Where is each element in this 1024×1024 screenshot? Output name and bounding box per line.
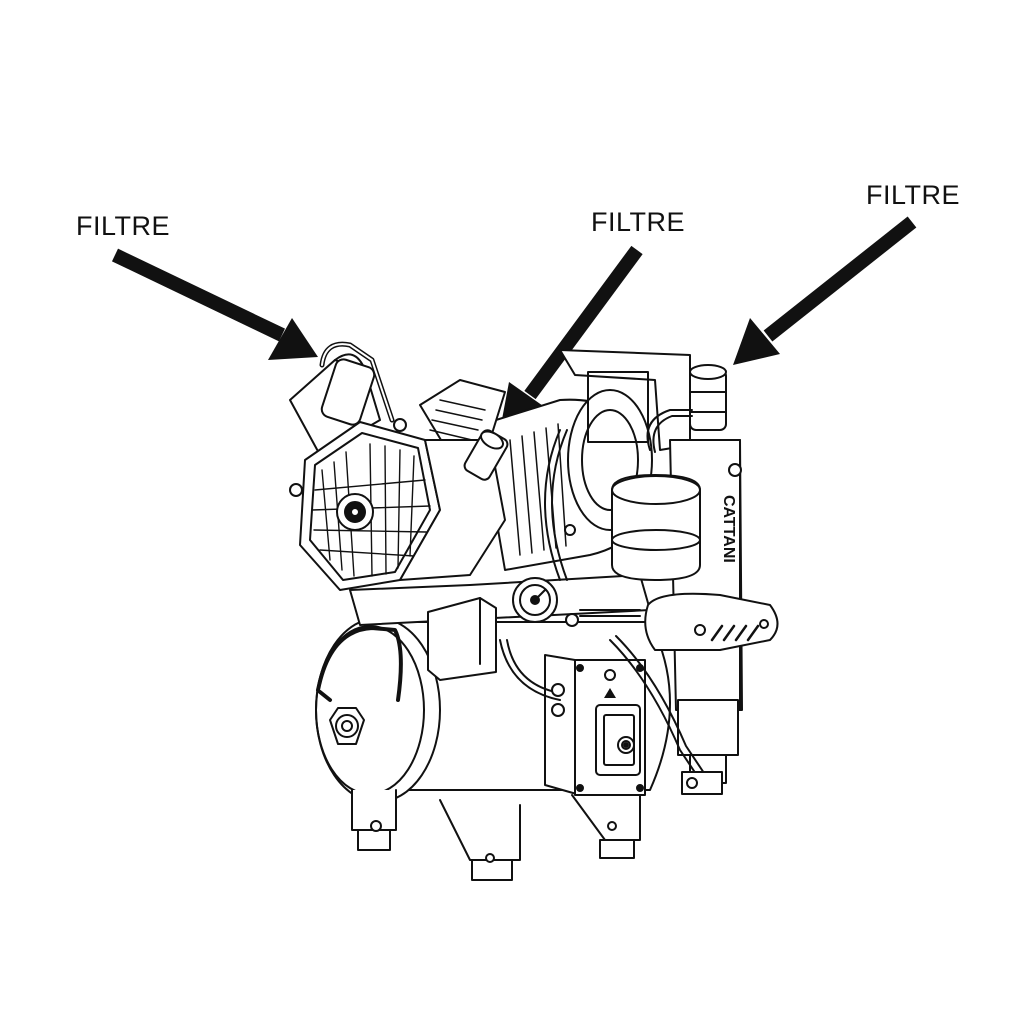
pressure-switch bbox=[427, 597, 497, 681]
control-box bbox=[544, 654, 646, 796]
expansion-vessel bbox=[611, 474, 701, 581]
connection-hoses bbox=[499, 409, 707, 781]
rear-frame bbox=[559, 349, 691, 451]
callout-arrow-right bbox=[733, 216, 917, 365]
drain-plug bbox=[329, 707, 365, 745]
mounting-plate bbox=[349, 574, 651, 626]
tank-feet bbox=[351, 789, 641, 881]
brand-logo-text: CATTANI bbox=[720, 495, 737, 563]
callout-label-right: FILTRE bbox=[866, 180, 961, 210]
outlet-manifold bbox=[644, 592, 779, 651]
pressure-gauge bbox=[512, 577, 558, 623]
fittings bbox=[289, 418, 742, 795]
control-box-switch bbox=[623, 742, 629, 748]
fan-guard bbox=[299, 421, 441, 591]
callout-label-middle: FILTRE bbox=[591, 207, 686, 237]
intake-filter-middle bbox=[463, 429, 509, 481]
callout-label-left: FILTRE bbox=[76, 211, 171, 241]
intake-filter-left bbox=[319, 341, 395, 426]
callout-arrow-left bbox=[111, 248, 318, 360]
